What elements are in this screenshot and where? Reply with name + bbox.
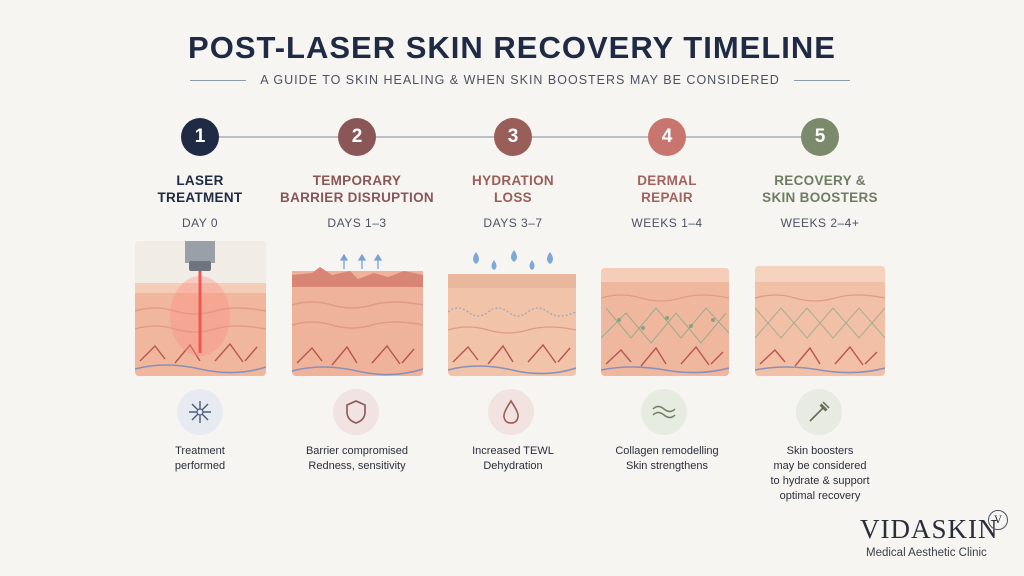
step-description-2: Barrier compromised Redness, sensitivity <box>305 445 409 472</box>
brand-mark-icon: V <box>988 510 1008 530</box>
step-description-1: Treatment performed <box>174 445 226 472</box>
step-day: WEEKS 1–4 <box>631 216 703 230</box>
timeline-step-4: 4 DERMAL REPAIR WEEKS 1–4 <box>582 118 752 230</box>
step-number-badge: 2 <box>338 118 376 156</box>
timeline-connector <box>532 136 648 138</box>
step-title: TEMPORARY BARRIER DISRUPTION <box>280 173 434 205</box>
step-day: DAYS 1–3 <box>327 216 387 230</box>
divider-right <box>793 79 851 81</box>
divider-left <box>190 79 247 81</box>
water-drop-icon <box>488 389 534 435</box>
step-description-4: Collagen remodelling Skin strengthens <box>615 445 719 472</box>
subtitle-row: A GUIDE TO SKIN HEALING & WHEN SKIN BOOS… <box>190 70 851 90</box>
page-title: POST-LASER SKIN RECOVERY TIMELINE <box>188 30 836 65</box>
skin-illustration-hydration <box>448 250 576 376</box>
timeline-step-3: 3 HYDRATION LOSS DAYS 3–7 <box>428 118 598 230</box>
brand-logo: VIDASKIN Medical Aesthetic Clinic <box>860 514 1020 559</box>
step-day: DAYS 3–7 <box>483 216 543 230</box>
step-day: WEEKS 2–4+ <box>780 216 860 230</box>
skin-illustration-dermal <box>601 268 729 376</box>
step-title: LASER TREATMENT <box>157 173 243 205</box>
step-day: DAY 0 <box>181 216 219 230</box>
step-number-badge: 3 <box>494 118 532 156</box>
timeline-step-2: 2 TEMPORARY BARRIER DISRUPTION DAYS 1–3 <box>272 118 442 230</box>
laser-burst-icon <box>177 389 223 435</box>
skin-illustration-barrier <box>292 253 423 376</box>
timeline-step-1: 1 LASER TREATMENT DAY 0 <box>115 118 285 230</box>
brand-name: VIDASKIN <box>860 514 999 544</box>
dropper-icon <box>796 389 842 435</box>
shield-icon <box>333 389 379 435</box>
step-number-badge: 5 <box>801 118 839 156</box>
step-title: RECOVERY & SKIN BOOSTERS <box>762 173 878 205</box>
step-title: DERMAL REPAIR <box>637 173 697 205</box>
step-description-5: Skin boosters may be considered to hydra… <box>770 445 870 502</box>
timeline-connector <box>376 136 494 138</box>
wave-icon <box>641 389 687 435</box>
step-description-3: Increased TEWL Dehydration <box>472 445 554 472</box>
brand-tagline: Medical Aesthetic Clinic <box>866 547 987 559</box>
timeline-connector <box>686 136 801 138</box>
skin-illustration-laser <box>135 241 266 376</box>
timeline-step-5: 5 RECOVERY & SKIN BOOSTERS WEEKS 2–4+ <box>735 118 905 230</box>
step-number-badge: 4 <box>648 118 686 156</box>
timeline-connector <box>219 136 338 138</box>
step-number-badge: 1 <box>181 118 219 156</box>
page-subtitle: A GUIDE TO SKIN HEALING & WHEN SKIN BOOS… <box>260 73 780 87</box>
skin-illustration-recovery <box>755 266 885 376</box>
step-title: HYDRATION LOSS <box>472 173 554 205</box>
